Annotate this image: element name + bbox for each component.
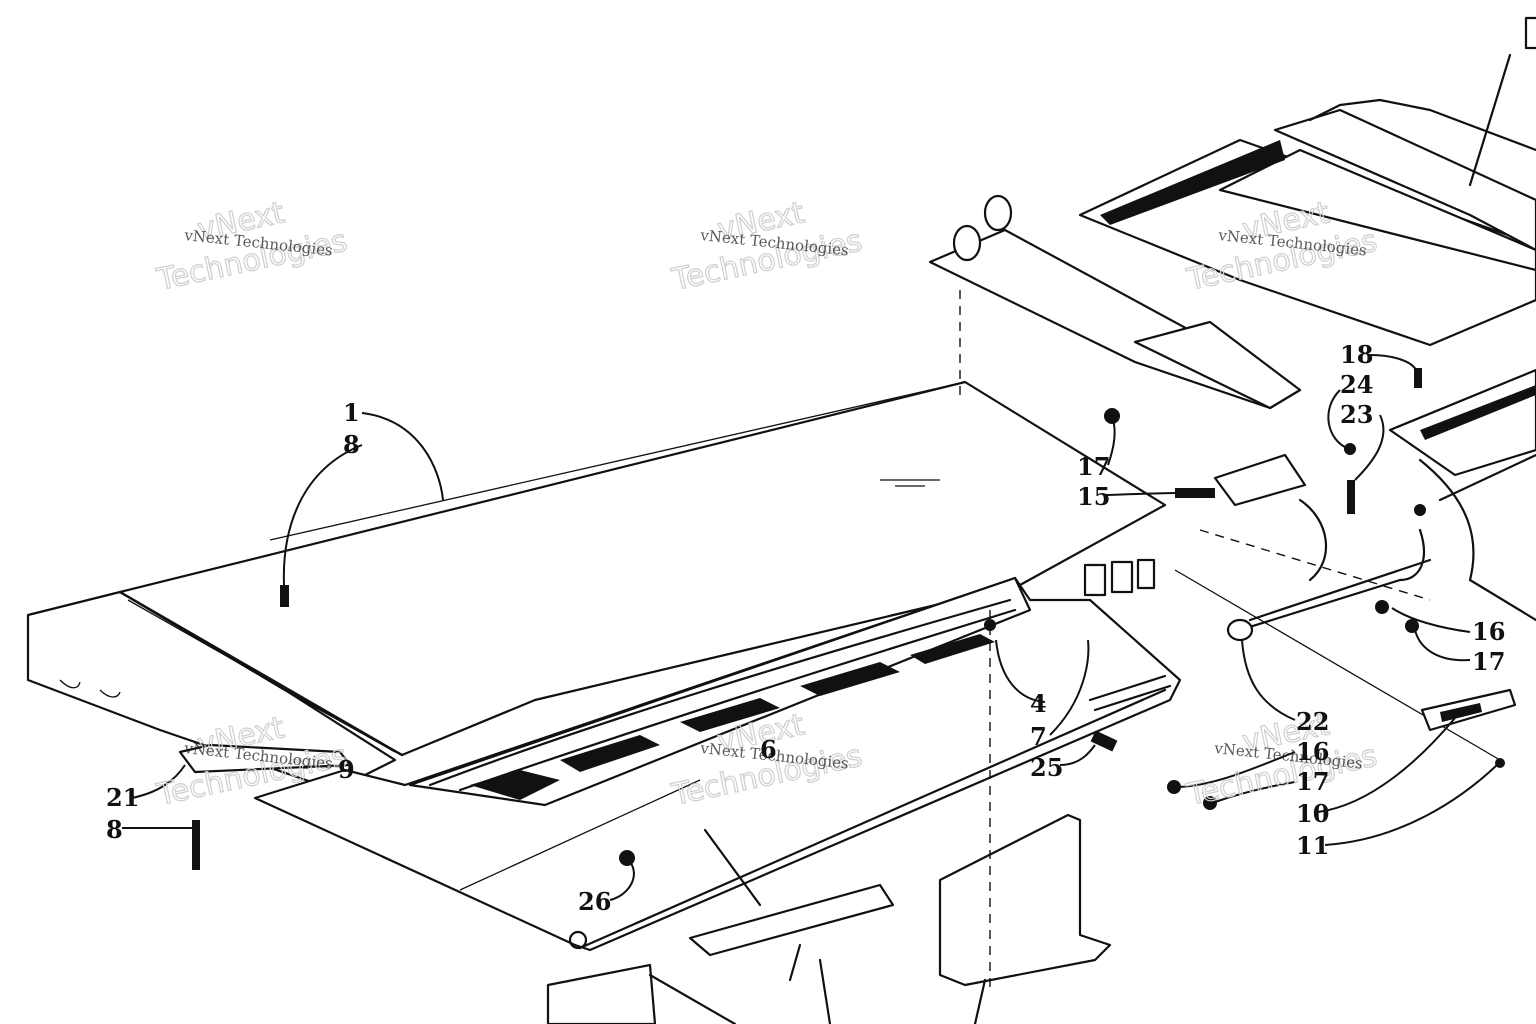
callout-17-lower: 17 xyxy=(1296,767,1329,796)
callout-16-right: 16 xyxy=(1472,617,1505,646)
leader-lines xyxy=(122,354,1498,901)
belly-pan xyxy=(253,576,1182,952)
callout-26: 26 xyxy=(578,887,611,916)
callout-11: 11 xyxy=(1296,831,1329,860)
callout-8-top: 8 xyxy=(343,430,360,459)
callout-23: 23 xyxy=(1340,400,1373,429)
callout-7: 7 xyxy=(1030,722,1047,751)
callout-1: 1 xyxy=(343,398,360,427)
callout-17-right: 17 xyxy=(1472,647,1505,676)
callout-10: 10 xyxy=(1296,799,1329,828)
callout-22: 22 xyxy=(1296,707,1329,736)
callout-9: 9 xyxy=(338,755,355,784)
callout-labels: 1 8 21 8 9 6 26 4 7 25 22 16 17 10 11 16… xyxy=(106,340,1505,916)
fasteners xyxy=(192,368,1505,1024)
callout-8-left: 8 xyxy=(106,815,123,844)
callout-18: 18 xyxy=(1340,340,1373,369)
tunnel-panel xyxy=(26,380,1167,792)
callout-6: 6 xyxy=(760,735,777,764)
callout-16-lower: 16 xyxy=(1296,737,1329,766)
callout-4: 4 xyxy=(1030,689,1047,718)
callout-15: 15 xyxy=(1077,482,1110,511)
callout-25: 25 xyxy=(1030,753,1063,782)
callout-24: 24 xyxy=(1340,370,1373,399)
brackets xyxy=(178,453,1517,1024)
callout-21: 21 xyxy=(106,783,139,812)
console-body xyxy=(928,16,1536,622)
callout-17-upper: 17 xyxy=(1077,452,1110,481)
